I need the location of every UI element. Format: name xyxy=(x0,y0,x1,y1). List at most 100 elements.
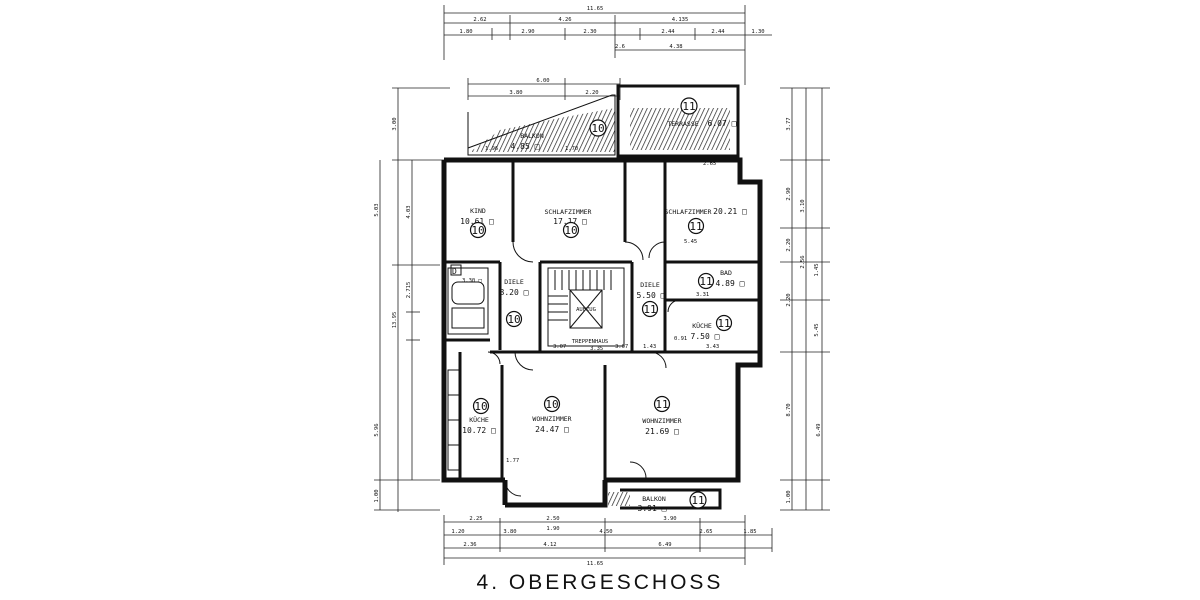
dim-left-5: 1.00 xyxy=(374,489,380,502)
door-swings xyxy=(487,241,681,497)
dim-right-2: 2.90 xyxy=(786,187,792,200)
room-schlafzimmer-11: SCHLAFZIMMER 20.21 □ 11 xyxy=(665,207,747,235)
unit-number: 10 xyxy=(591,122,604,135)
dimension-text-bottom: 2.25 2.50 3.90 1.90 1.20 3.80 4.50 2.65 … xyxy=(451,516,756,567)
room-area: 5.50 □ xyxy=(637,291,666,300)
room-name: SCHLAFZIMMER xyxy=(545,208,592,216)
top-balcony-terrace xyxy=(467,84,740,158)
inner-dimensions: 5.45 3.31 3.43 3.07 3.35 3.07 1.43 1.70 … xyxy=(485,146,719,464)
dimension-text-left: 3.00 5.03 13.95 5.96 1.00 4.03 2.715 xyxy=(374,117,412,502)
unit-number: 10 xyxy=(545,398,558,411)
room-balkon-11: BALKON 3.91 □ 11 xyxy=(638,491,707,513)
dim-left-1: 3.00 xyxy=(392,117,398,130)
room-diele-10: DIELE 8.20 □ 10 xyxy=(500,278,529,328)
room-area: 4.85 □ xyxy=(511,142,540,151)
room-name: WOHNZIMMER xyxy=(532,415,571,423)
floor-title: 4. OBERGESCHOSS xyxy=(476,571,724,594)
dim-in-8: 1.70 xyxy=(565,146,578,152)
room-name: DIELE xyxy=(640,281,660,289)
dim-in-2: 3.31 xyxy=(696,292,709,298)
dim-top-2c: 2.30 xyxy=(583,29,596,35)
unit-number: 10 xyxy=(564,224,577,237)
room-area: 8.20 □ xyxy=(500,288,529,297)
dim-top-1b: 4.26 xyxy=(558,17,571,23)
dim-right-4: 2.56 xyxy=(800,255,806,268)
dim-left-2: 5.03 xyxy=(374,203,380,216)
dim-top-2a: 1.80 xyxy=(459,29,472,35)
room-wohnzimmer-11: 11 WOHNZIMMER 21.69 □ xyxy=(642,395,682,436)
room-name: BALKON xyxy=(642,495,666,503)
dim-top-3b: 4.38 xyxy=(669,44,682,50)
room-area: 6.07 □ xyxy=(708,119,737,128)
room-bad-11: 11 BAD 4.89 □ xyxy=(697,269,745,290)
dimension-lines-left xyxy=(374,87,450,512)
dim-left-in-2: 2.715 xyxy=(406,282,412,299)
dim-in-10: 0.91 xyxy=(674,336,687,342)
dim-top-3a: 2.6 xyxy=(615,44,625,50)
dim-bot-3b: 4.12 xyxy=(543,542,556,548)
room-area: 7.50 □ xyxy=(691,332,720,341)
dimension-text-right: 3.77 2.90 2.20 2.56 1.45 2.20 8.70 6.49 … xyxy=(786,117,822,503)
dim-right-6: 2.20 xyxy=(786,293,792,306)
dim-left-3: 13.95 xyxy=(392,312,398,329)
room-area: 10.72 □ xyxy=(462,426,496,435)
dim-in-12: 1.77 xyxy=(506,458,519,464)
dim-right-in-1: 3.10 xyxy=(800,199,806,212)
dim-top-2d: 2.44 xyxy=(661,29,675,35)
unit-number: 10 xyxy=(474,400,487,413)
dim-left-in-1: 4.03 xyxy=(406,205,412,218)
dim-in-1: 5.45 xyxy=(684,239,697,245)
dimension-lines-top xyxy=(443,5,772,100)
dim-in-4: 3.07 xyxy=(553,344,566,350)
bath-area: 3.30 □ xyxy=(462,278,483,284)
dim-top-1c: 4.135 xyxy=(672,17,689,23)
dim-right-8: 6.49 xyxy=(816,423,822,436)
lift-label: AUFZUG xyxy=(576,307,596,313)
dim-top-5a: 3.80 xyxy=(509,90,522,96)
dim-in-5: 3.35 xyxy=(590,346,603,352)
room-name: KIND xyxy=(470,207,486,215)
room-area: 20.21 □ xyxy=(713,207,747,216)
room-schlafzimmer-10: SCHLAFZIMMER 17.17 □ 10 xyxy=(545,208,592,239)
dim-in-7: 1.43 xyxy=(643,344,656,350)
dim-top-1a: 2.62 xyxy=(473,17,486,23)
unit-number: 10 xyxy=(507,313,520,326)
interior-walls xyxy=(444,162,760,480)
dim-bot-2c: 4.50 xyxy=(599,529,612,535)
room-name: KÜCHE xyxy=(469,415,489,424)
wet-areas: D 3.30 □ xyxy=(447,264,489,471)
dim-top-2f: 1.30 xyxy=(751,29,764,35)
dim-in-3: 3.43 xyxy=(706,344,719,350)
room-name: SCHLAFZIMMER xyxy=(665,208,712,216)
unit-number: 11 xyxy=(717,317,730,330)
room-kueche-10: 10 KÜCHE 10.72 □ xyxy=(462,397,496,435)
dim-in-9: 2.65 xyxy=(703,161,716,167)
dim-in-11: 1.96 xyxy=(485,146,498,152)
staircase: AUFZUG TREPPENHAUS xyxy=(547,267,625,347)
dim-top-2e: 2.44 xyxy=(711,29,725,35)
dim-top-2b: 2.90 xyxy=(521,29,534,35)
dim-right-5: 1.45 xyxy=(814,263,820,276)
room-area: 3.91 □ xyxy=(638,504,667,513)
dim-bot-3c: 6.49 xyxy=(658,542,671,548)
dim-bot-2a: 1.20 xyxy=(451,529,464,535)
dim-bot-1b: 2.50 xyxy=(546,516,559,522)
room-name: TERRASSE xyxy=(667,120,698,128)
room-kind-10: KIND 10.61 □ 10 xyxy=(460,207,494,239)
unit-number: 11 xyxy=(689,220,702,233)
dim-right-in-2: 5.45 xyxy=(814,323,820,336)
room-diele-11: DIELE 5.50 □ 11 xyxy=(637,281,666,318)
room-kueche-11: KÜCHE 7.50 □ 11 xyxy=(691,314,733,341)
dim-right-3: 2.20 xyxy=(786,238,792,251)
dimension-lines-right xyxy=(780,87,830,511)
room-wohnzimmer-10: 10 WOHNZIMMER 24.47 □ xyxy=(532,395,572,434)
room-area: 17.17 □ xyxy=(553,217,587,226)
room-area: 4.89 □ xyxy=(716,279,745,288)
dim-bot-1a: 2.25 xyxy=(469,516,482,522)
room-name: DIELE xyxy=(504,278,524,286)
dim-right-1: 3.77 xyxy=(786,117,792,130)
dim-bot-total: 11.65 xyxy=(587,561,604,567)
room-name: BALKON xyxy=(520,132,544,140)
dim-right-7: 8.70 xyxy=(786,403,792,416)
dim-bot-2d: 2.65 xyxy=(699,529,712,535)
